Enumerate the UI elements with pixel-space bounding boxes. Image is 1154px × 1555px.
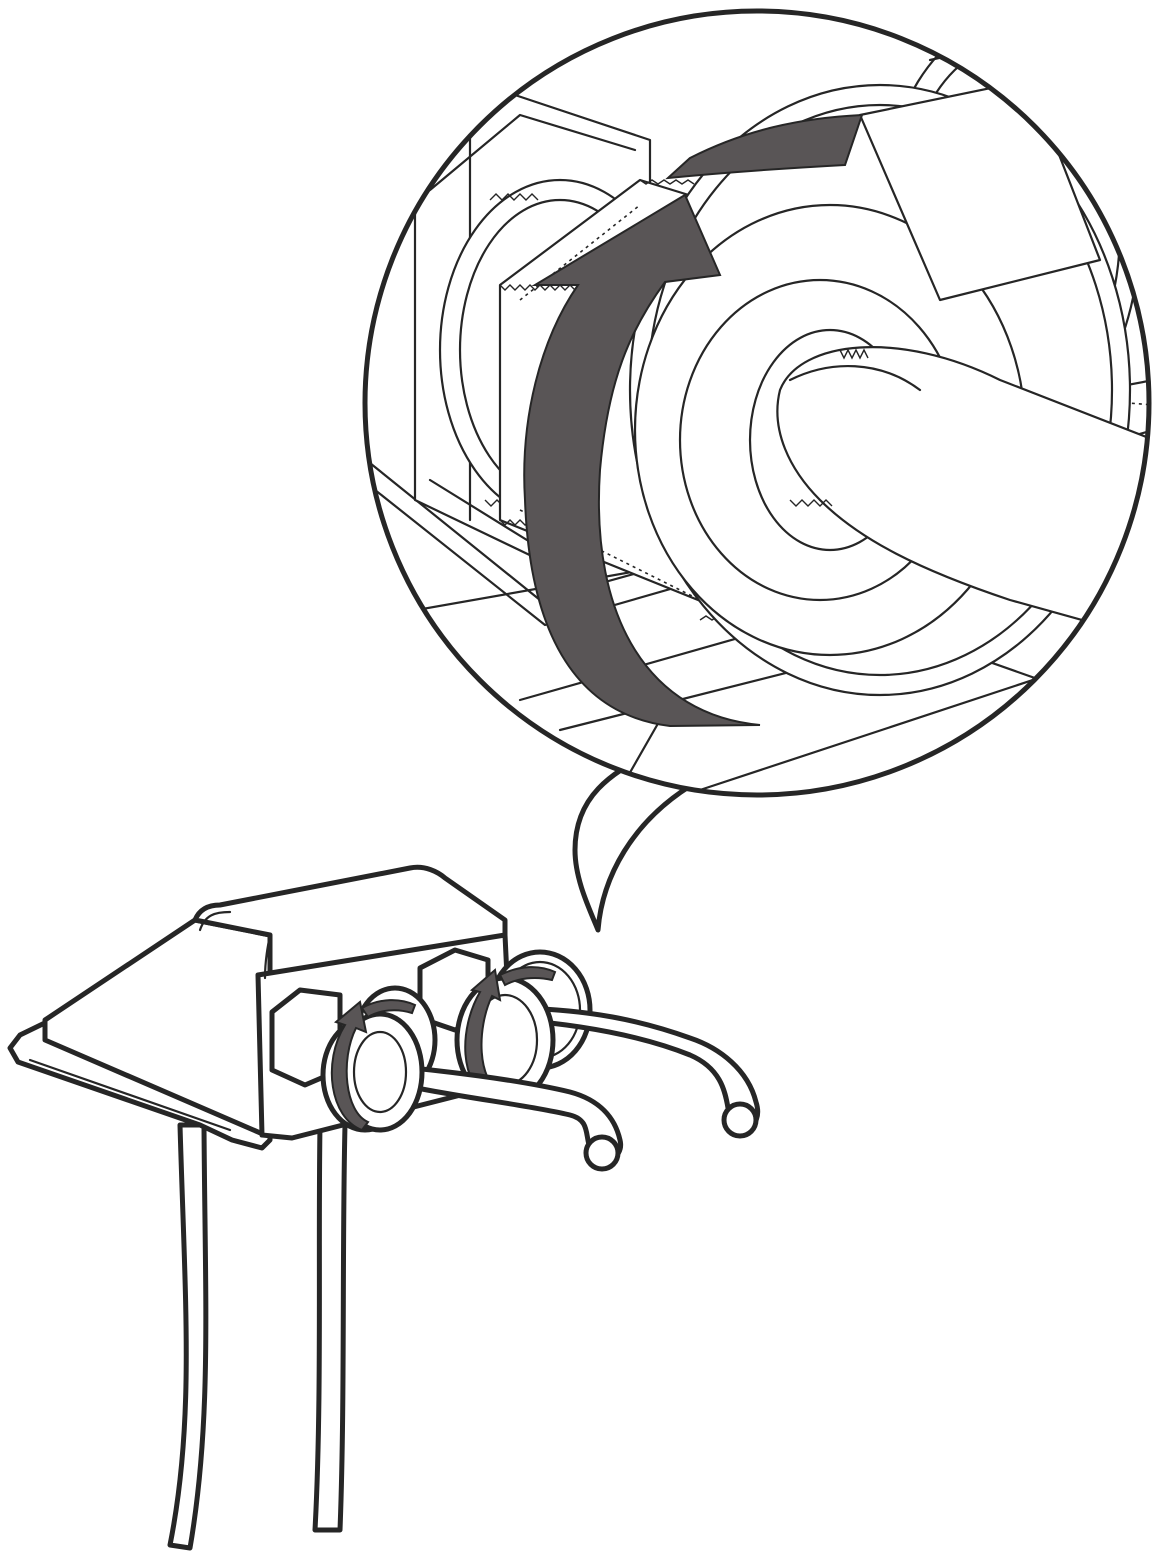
magnified-callout <box>360 10 1154 930</box>
down-cable-right <box>315 1125 345 1530</box>
down-cable-left <box>170 1125 206 1548</box>
